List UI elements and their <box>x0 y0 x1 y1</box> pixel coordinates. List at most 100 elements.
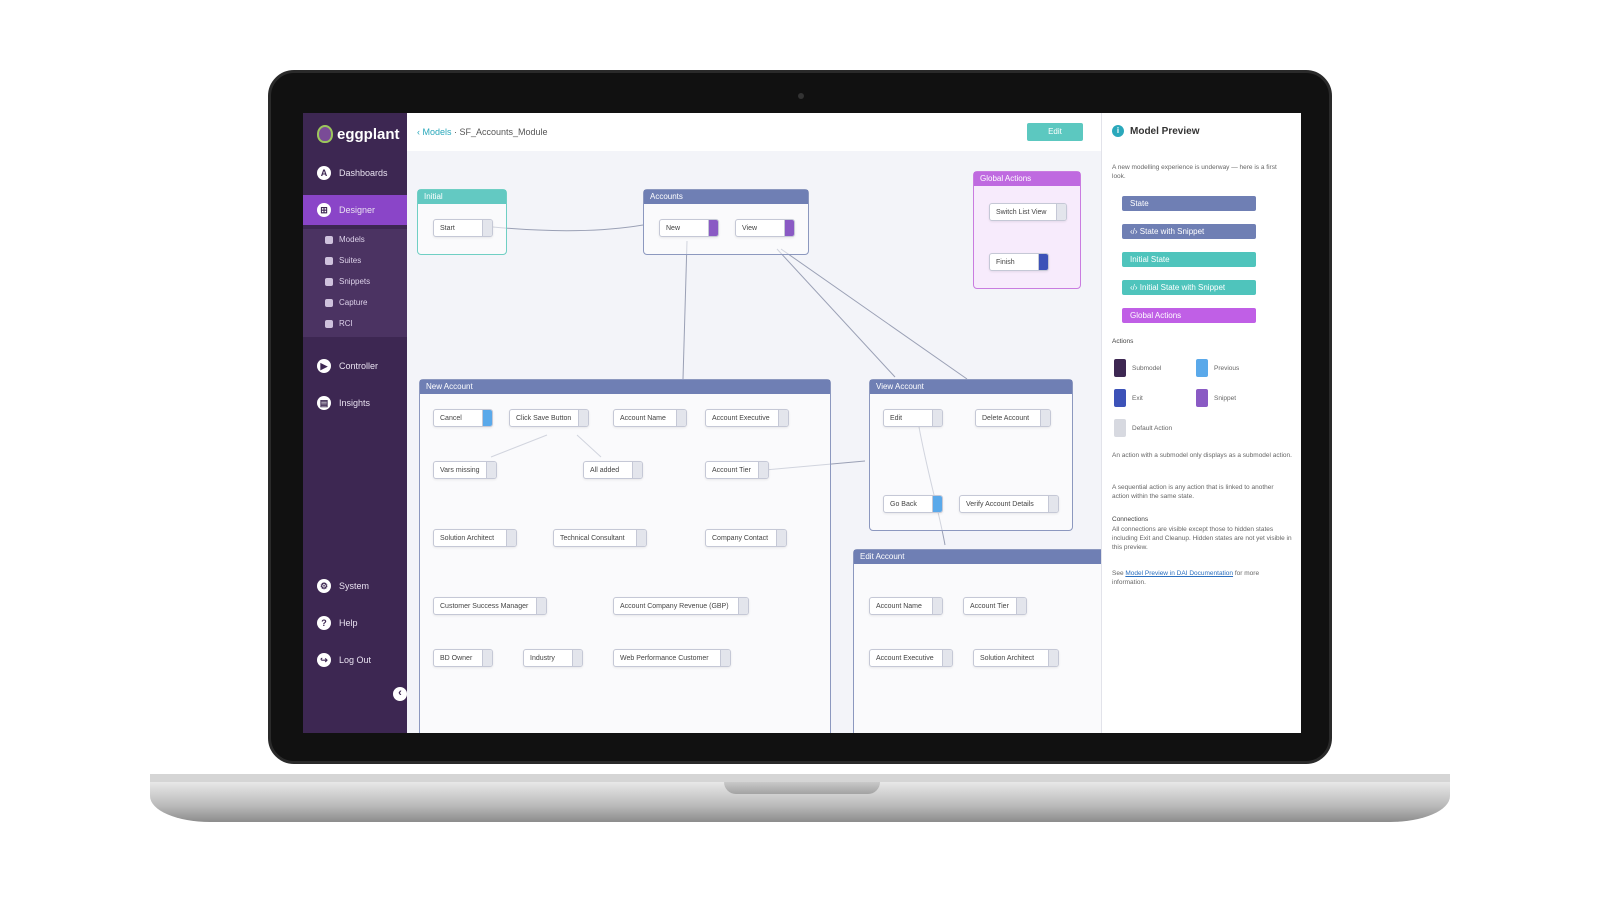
node-account-executive[interactable]: Account Executive <box>705 409 789 427</box>
node-handle <box>632 462 642 478</box>
subnav-item-capture[interactable]: Capture <box>303 292 407 313</box>
node-label: Click Save Button <box>516 414 572 422</box>
node-label: Industry <box>530 654 555 662</box>
node-company-contact[interactable]: Company Contact <box>705 529 787 547</box>
eggplant-logo[interactable]: eggplant <box>317 125 400 143</box>
laptop-notch <box>724 782 880 794</box>
actions-title: Actions <box>1112 338 1134 345</box>
subnav-label: Suites <box>339 256 362 265</box>
node-account-company-revenue[interactable]: Account Company Revenue (GBP) <box>613 597 749 615</box>
node-handle <box>1056 204 1066 220</box>
subnav-item-suites[interactable]: Suites <box>303 250 407 271</box>
node-label: Account Company Revenue (GBP) <box>620 602 729 610</box>
node-handle <box>1048 650 1058 666</box>
node-handle <box>506 530 516 546</box>
node-customer-success-manager[interactable]: Customer Success Manager <box>433 597 547 615</box>
node-edit[interactable]: Edit <box>883 409 943 427</box>
model-canvas[interactable]: Initial Start Accounts New View Global A… <box>407 151 1101 733</box>
see-prefix: See <box>1112 570 1126 577</box>
node-edit-account-tier[interactable]: Account Tier <box>963 597 1027 615</box>
app-screen: eggplant A Dashboards ⊞ Designer Models … <box>303 113 1301 733</box>
legend-state-with-snippet: ‹/› State with Snippet <box>1122 224 1256 239</box>
action-label: Exit <box>1132 394 1143 402</box>
node-label: Account Executive <box>876 654 934 662</box>
legend-global-actions: Global Actions <box>1122 308 1256 323</box>
node-finish[interactable]: Finish <box>989 253 1049 271</box>
node-delete-account[interactable]: Delete Account <box>975 409 1051 427</box>
node-account-tier[interactable]: Account Tier <box>705 461 769 479</box>
preview-header: i Model Preview <box>1112 125 1199 137</box>
node-all-added[interactable]: All added <box>583 461 643 479</box>
node-handle <box>572 650 582 666</box>
subnav-item-models[interactable]: Models <box>303 229 407 250</box>
node-label: Technical Consultant <box>560 534 625 542</box>
subnav-item-rci[interactable]: RCI <box>303 313 407 334</box>
snippets-icon <box>325 277 333 286</box>
subnav-item-snippets[interactable]: Snippets <box>303 271 407 292</box>
eggplant-logo-icon <box>317 125 333 143</box>
node-start[interactable]: Start <box>433 219 493 237</box>
node-view[interactable]: View <box>735 219 795 237</box>
node-technical-consultant[interactable]: Technical Consultant <box>553 529 647 547</box>
nav-item-insights[interactable]: ▤ Insights <box>303 388 407 418</box>
node-account-name[interactable]: Account Name <box>613 409 687 427</box>
node-bd-owner[interactable]: BD Owner <box>433 649 493 667</box>
node-label: Company Contact <box>712 534 769 542</box>
action-submodel: Submodel <box>1114 359 1161 377</box>
group-title: Edit Account <box>854 550 1101 564</box>
node-handle <box>676 410 686 426</box>
nav-item-designer[interactable]: ⊞ Designer <box>303 195 407 225</box>
group-edit-account: Edit Account <box>853 549 1101 733</box>
node-handle <box>536 598 546 614</box>
node-click-save-button[interactable]: Click Save Button <box>509 409 589 427</box>
node-web-performance-customer[interactable]: Web Performance Customer <box>613 649 731 667</box>
logo-text: eggplant <box>337 125 400 143</box>
node-handle <box>720 650 730 666</box>
documentation-link[interactable]: Model Preview in DAI Documentation <box>1125 570 1234 577</box>
subnav-label: Snippets <box>339 277 371 286</box>
breadcrumb-models-link[interactable]: ‹ Models <box>417 127 452 137</box>
node-handle <box>482 650 492 666</box>
nav-label: Dashboards <box>339 168 388 178</box>
node-handle <box>738 598 748 614</box>
node-handle <box>778 410 788 426</box>
preview-title: Model Preview <box>1130 125 1200 137</box>
nav-item-system[interactable]: ⚙ System <box>303 571 407 601</box>
node-edit-solution-architect[interactable]: Solution Architect <box>973 649 1059 667</box>
nav-item-help[interactable]: ? Help <box>303 608 407 638</box>
node-new[interactable]: New <box>659 219 719 237</box>
nav-item-logout[interactable]: ↪ Log Out <box>303 645 407 675</box>
node-vars-missing[interactable]: Vars missing <box>433 461 497 479</box>
node-go-back[interactable]: Go Back <box>883 495 943 513</box>
group-global-actions: Global Actions <box>973 171 1081 289</box>
nav-item-dashboards[interactable]: A Dashboards <box>303 158 407 188</box>
nav-label: Controller <box>339 361 379 371</box>
node-cancel[interactable]: Cancel <box>433 409 493 427</box>
group-title: Initial <box>418 190 506 204</box>
group-title: View Account <box>870 380 1072 394</box>
documentation-note: See Model Preview in DAI Documentation f… <box>1112 569 1292 587</box>
node-switch-list-view[interactable]: Switch List View <box>989 203 1067 221</box>
nav-label: Help <box>339 618 358 628</box>
node-handle <box>636 530 646 546</box>
node-label: View <box>742 224 758 232</box>
action-label: Submodel <box>1132 364 1162 372</box>
laptop-hinge <box>150 774 1450 784</box>
edit-model-button[interactable]: Edit <box>1027 123 1083 141</box>
node-label: Edit <box>890 414 903 422</box>
node-edit-account-name[interactable]: Account Name <box>869 597 943 615</box>
action-previous: Previous <box>1196 359 1239 377</box>
nav-item-controller[interactable]: ▶ Controller <box>303 351 407 381</box>
node-solution-architect[interactable]: Solution Architect <box>433 529 517 547</box>
node-edit-account-executive[interactable]: Account Executive <box>869 649 953 667</box>
designer-icon: ⊞ <box>317 203 331 217</box>
note-sequential: A sequential action is any action that i… <box>1112 484 1274 500</box>
node-handle <box>932 410 942 426</box>
nav-label: Log Out <box>339 655 372 665</box>
node-label: BD Owner <box>440 654 473 662</box>
node-verify-account-details[interactable]: Verify Account Details <box>959 495 1059 513</box>
action-snippet: Snippet <box>1196 389 1236 407</box>
node-label: Start <box>440 224 455 232</box>
nav-label: System <box>339 581 370 591</box>
node-industry[interactable]: Industry <box>523 649 583 667</box>
